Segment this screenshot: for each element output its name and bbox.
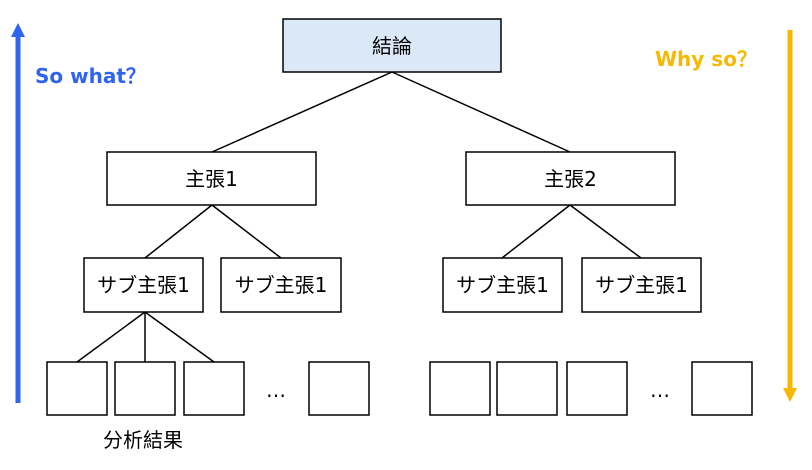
subclaim-label-left-2: サブ主張1 [235,273,328,297]
subclaim-label-right-2: サブ主張1 [595,273,688,297]
conclusion-node: 結論 [282,18,502,73]
claim-label-2: 主張2 [544,167,597,191]
analysis-box [46,361,108,416]
ellipsis-right: … [650,378,670,402]
analysis-box [114,361,176,416]
subclaim-node-right-2: サブ主張1 [581,257,702,313]
analysis-row-right [429,361,753,416]
subclaim-node-right-1: サブ主張1 [442,257,563,313]
conclusion-label: 結論 [372,34,412,58]
analysis-row-left [46,361,370,416]
analysis-box [496,361,558,416]
subclaim-label-right-1: サブ主張1 [456,273,549,297]
analysis-box [183,361,245,416]
subclaim-node-left-1: サブ主張1 [83,257,204,313]
ellipsis-left: … [266,378,286,402]
analysis-box [308,361,370,416]
why-so-label: Why so？ [655,47,757,71]
connectors [76,71,642,363]
analysis-box [429,361,491,416]
analysis-box [566,361,628,416]
analysis-box [691,361,753,416]
claim-node-2: 主張2 [465,151,676,206]
so-what-label: So what？ [35,64,146,88]
claim-label-1: 主張1 [185,167,238,191]
subclaim-label-left-1: サブ主張1 [97,273,190,297]
subclaim-node-left-2: サブ主張1 [220,257,342,313]
claim-node-1: 主張1 [106,151,317,206]
analysis-caption: 分析結果 [103,428,183,452]
